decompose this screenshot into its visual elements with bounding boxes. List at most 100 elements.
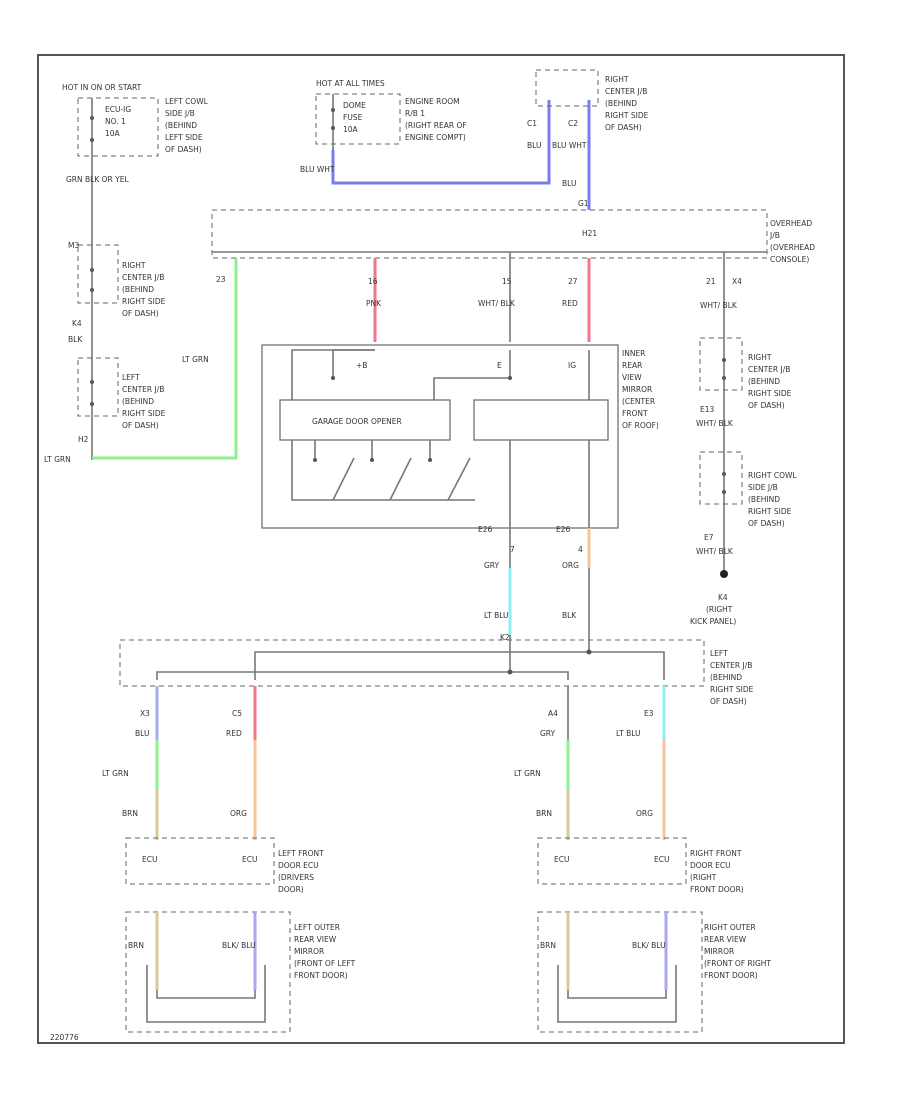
left-fuse-l0: ECU-IG [105, 105, 131, 114]
right-rcjb-4: OF DASH) [748, 401, 785, 410]
r-outer-mirror-box [537, 911, 703, 1033]
garage-door-box [279, 399, 451, 441]
r-mirror-d0: RIGHT OUTER [704, 923, 756, 932]
left-fuse-box [77, 97, 159, 157]
right-cowl-0: RIGHT COWL [748, 471, 797, 480]
conn-x4: X4 [732, 277, 742, 286]
conn-c5: C5 [232, 709, 242, 718]
left-rcjb-2: (BEHIND [122, 285, 154, 294]
mid-fuse-d3: ENGINE COMPT) [405, 133, 466, 142]
ground-1: (RIGHT [706, 605, 733, 614]
wire-wht-blk-r: WHT/ BLK [700, 301, 738, 310]
pin-7: 7 [510, 545, 515, 554]
blu-top-label: BLU [527, 141, 541, 150]
rf-ecu-d1: DOOR ECU [690, 861, 731, 870]
mid-fuse-d0: ENGINE ROOM [405, 97, 460, 106]
left-fuse-l2: 10A [105, 129, 121, 138]
right-cowl-2: (BEHIND [748, 495, 780, 504]
pin-16: 16 [368, 277, 378, 286]
rf-ecu-d3: FRONT DOOR) [690, 885, 744, 894]
lcjb-b0: LEFT [710, 649, 728, 658]
overhead-d3: CONSOLE) [770, 255, 809, 264]
left-lcjb-2: (BEHIND [122, 397, 154, 406]
wire-org2: ORG [230, 809, 247, 818]
wire-pnk: PNK [366, 299, 382, 308]
rf-ecu-d0: RIGHT FRONT [690, 849, 742, 858]
wire-blk-blu2: BLK/ BLU [632, 941, 666, 950]
blue-wire-top [331, 100, 551, 185]
lcjb-b2: (BEHIND [710, 673, 742, 682]
wire-brn2: BRN [536, 809, 552, 818]
rf-ecu-d2: (RIGHT [690, 873, 717, 882]
wire-brn: BRN [122, 809, 138, 818]
conn-e3: E3 [644, 709, 654, 718]
mid-fuse-box [315, 93, 401, 145]
mid-fuse-header: HOT AT ALL TIMES [316, 79, 385, 88]
wire-red2: RED [226, 729, 242, 738]
mirror-d1: REAR [622, 361, 642, 370]
mid-lt-grn: LT GRN [182, 355, 209, 364]
rcjb-top-d4: OF DASH) [605, 123, 642, 132]
rcjb-pin-c1: C1 [527, 119, 537, 128]
right-cowl-3: RIGHT SIDE [748, 507, 792, 516]
left-fuse-group: HOT IN ON OR START ECU-IG NO. 1 10A LEFT… [44, 83, 209, 464]
right-cowl-4: OF DASH) [748, 519, 785, 528]
pin-27: 27 [568, 277, 578, 286]
mirror-pin-e: E [497, 361, 502, 370]
wire-lt-grn3: LT GRN [102, 769, 129, 778]
e26-a: E26 [478, 525, 493, 534]
mirror-pin-b: +B [356, 361, 367, 370]
left-fuse-d0: LEFT COWL [165, 97, 209, 106]
left-rcjb-3: RIGHT SIDE [122, 297, 166, 306]
l-mirror-d3: (FRONT OF LEFT [294, 959, 356, 968]
pin-23: 23 [216, 275, 226, 284]
wire-org3: ORG [636, 809, 653, 818]
wire-brn4: BRN [540, 941, 556, 950]
mirror-d0: INNER [622, 349, 645, 358]
wire-brn3: BRN [128, 941, 144, 950]
mid-fuse-d2: (RIGHT REAR OF [405, 121, 467, 130]
overhead-d0: OVERHEAD [770, 219, 812, 228]
ecu-l1: ECU [142, 855, 157, 864]
conn-k2: K2 [500, 633, 510, 642]
rf-door-ecu-box [537, 837, 687, 885]
overhead-conn-h21: H21 [582, 229, 597, 238]
left-conn-m3: M3 [68, 241, 79, 250]
left-wire-blk: BLK [68, 335, 83, 344]
mid-fuse-l1: FUSE [343, 113, 363, 122]
rcjb-top-d2: (BEHIND [605, 99, 637, 108]
blu-r-label: BLU [562, 179, 576, 188]
lf-ecu-d0: LEFT FRONT [278, 849, 324, 858]
l-outer-mirror-box [125, 911, 291, 1033]
diagram-frame [37, 54, 845, 1044]
mirror-d3: MIRROR [622, 385, 652, 394]
pin-4: 4 [578, 545, 583, 554]
conn-e13: E13 [700, 405, 715, 414]
mirror-box [261, 344, 619, 529]
mirror-d5: FRONT [622, 409, 648, 418]
wire-blk-blu: BLK/ BLU [222, 941, 256, 950]
left-lcjb-1: CENTER J/B [122, 385, 164, 394]
overhead-d2: (OVERHEAD [770, 243, 815, 252]
right-rcjb-box [699, 337, 743, 391]
l-mirror-d4: FRONT DOOR) [294, 971, 348, 980]
rcjb-top-d0: RIGHT [605, 75, 629, 84]
ecu-r2: ECU [654, 855, 669, 864]
l-mirror-d1: REAR VIEW [294, 935, 337, 944]
left-fuse-header: HOT IN ON OR START [62, 83, 142, 92]
ecu-r1: ECU [554, 855, 569, 864]
lf-ecu-d1: DOOR ECU [278, 861, 319, 870]
left-fuse-l1: NO. 1 [105, 117, 126, 126]
mirror-d2: VIEW [622, 373, 642, 382]
conn-e7: E7 [704, 533, 714, 542]
r-mirror-d2: MIRROR [704, 947, 734, 956]
wire-wht-blk2: WHT/ BLK [696, 419, 734, 428]
r-mirror-d1: REAR VIEW [704, 935, 747, 944]
mid-fuse-l0: DOME [343, 101, 366, 110]
left-rcjb-1: CENTER J/B [122, 273, 164, 282]
left-fuse-d1: SIDE J/B [165, 109, 195, 118]
left-rcjb-4: OF DASH) [122, 309, 159, 318]
wire-gry2: GRY [540, 729, 556, 738]
